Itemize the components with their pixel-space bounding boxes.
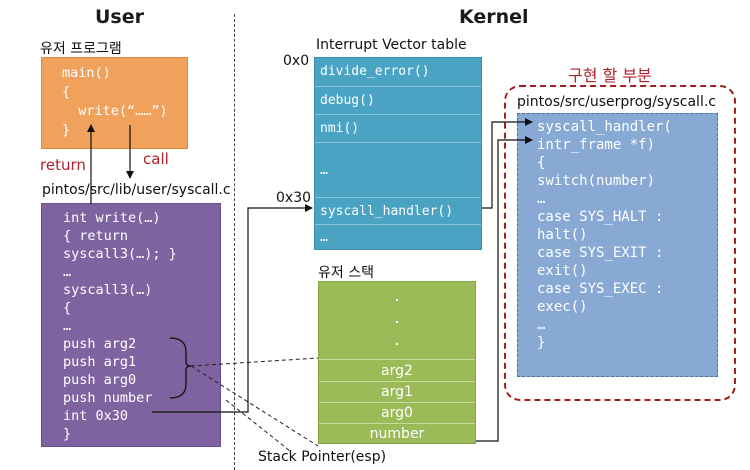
stack-slot-number: number (319, 423, 475, 444)
int-0x30-arrow (152, 204, 313, 413)
user-stack-title: 유저 스택 (318, 265, 374, 281)
ivt-to-handler-arrow (482, 118, 533, 209)
code-line: … (537, 317, 546, 333)
implement-region (504, 85, 736, 401)
stack-dot: . (392, 333, 402, 349)
ivt-row: nmi() (315, 114, 481, 142)
code-line: case SYS_EXIT : (537, 245, 664, 261)
code-line: intr_frame *f) (537, 137, 656, 153)
code-line: case SYS_EXEC : (537, 281, 664, 297)
user-lib-box: int write(…) { return syscall3(…); } … s… (41, 203, 221, 447)
ivt-row: … (315, 224, 481, 250)
code-line: main() (62, 65, 111, 81)
ivt-label-0x30: 0x30 (276, 190, 312, 206)
code-line: int 0x30 (63, 408, 129, 424)
return-label: return (40, 156, 86, 174)
stack-pointer-label: Stack Pointer(esp) (258, 449, 387, 465)
code-line: } (63, 426, 72, 442)
push-brace (169, 337, 192, 399)
code-line: push arg0 (63, 372, 137, 388)
stack-map-top (190, 357, 319, 367)
code-line: switch(number) (537, 173, 656, 189)
code-line: … (63, 264, 72, 280)
code-line: { (62, 84, 71, 100)
ivt-row: divide_error() (320, 64, 430, 79)
code-line: syscall3(…); } (63, 246, 177, 262)
code-line: { return (63, 228, 129, 244)
user-stack: . . . arg2 arg1 arg0 number (318, 281, 476, 444)
ivt-row: … (315, 142, 481, 197)
kernel-syscall-box: syscall_handler( intr_frame *f) { switch… (517, 113, 718, 377)
code-line: syscall_handler( (537, 119, 672, 135)
implement-region-label: 구현 할 부분 (568, 66, 652, 85)
user-lib-code: int write(…) { return syscall3(…); } … s… (63, 210, 213, 442)
stack-slot-arg0: arg0 (319, 402, 475, 423)
code-line: push arg2 (63, 336, 137, 352)
code-line: case SYS_HALT : (537, 209, 664, 225)
user-header: User (95, 6, 144, 28)
user-program-code: main() { write(“……”) } (62, 65, 182, 145)
code-line: { (537, 155, 546, 171)
code-line: … (537, 191, 546, 207)
stack-slot-arg1: arg1 (319, 381, 475, 402)
code-line: exec() (537, 299, 588, 315)
user-program-box: main() { write(“……”) } (41, 57, 188, 149)
code-line: int write(…) (63, 210, 161, 226)
ivt-label-0x0: 0x0 (283, 53, 310, 69)
code-line: syscall3(…) (63, 282, 153, 298)
stack-dot: . (392, 289, 402, 305)
code-line: … (63, 318, 72, 334)
kernel-header: Kernel (459, 6, 529, 28)
kernel-syscall-title: pintos/src/userprog/syscall.c (517, 94, 716, 110)
ivt-row: syscall_handler() (315, 197, 481, 224)
stack-slot-arg2: arg2 (319, 359, 475, 381)
ivt-title: Interrupt Vector table (316, 37, 467, 53)
code-line: { (63, 300, 72, 316)
code-line: write(“……”) (62, 103, 168, 119)
ivt-table: divide_error() debug() nmi() … syscall_h… (314, 57, 482, 250)
stack-map-bottom (190, 365, 319, 447)
code-line: push arg1 (63, 354, 137, 370)
code-line: push number (63, 390, 153, 406)
code-line: } (537, 335, 546, 351)
code-line: halt() (537, 227, 588, 243)
code-line: exit() (537, 263, 588, 279)
stack-dot: . (392, 311, 402, 327)
user-kernel-divider (234, 14, 235, 470)
ivt-row: debug() (315, 86, 481, 114)
user-lib-title: pintos/src/lib/user/syscall.c (42, 182, 231, 198)
kernel-syscall-code: syscall_handler( intr_frame *f) { switch… (537, 119, 717, 369)
stack-to-frame-arrow (476, 136, 533, 442)
code-line: } (62, 122, 71, 138)
call-label: call (143, 150, 169, 168)
user-program-title: 유저 프로그램 (40, 41, 122, 57)
